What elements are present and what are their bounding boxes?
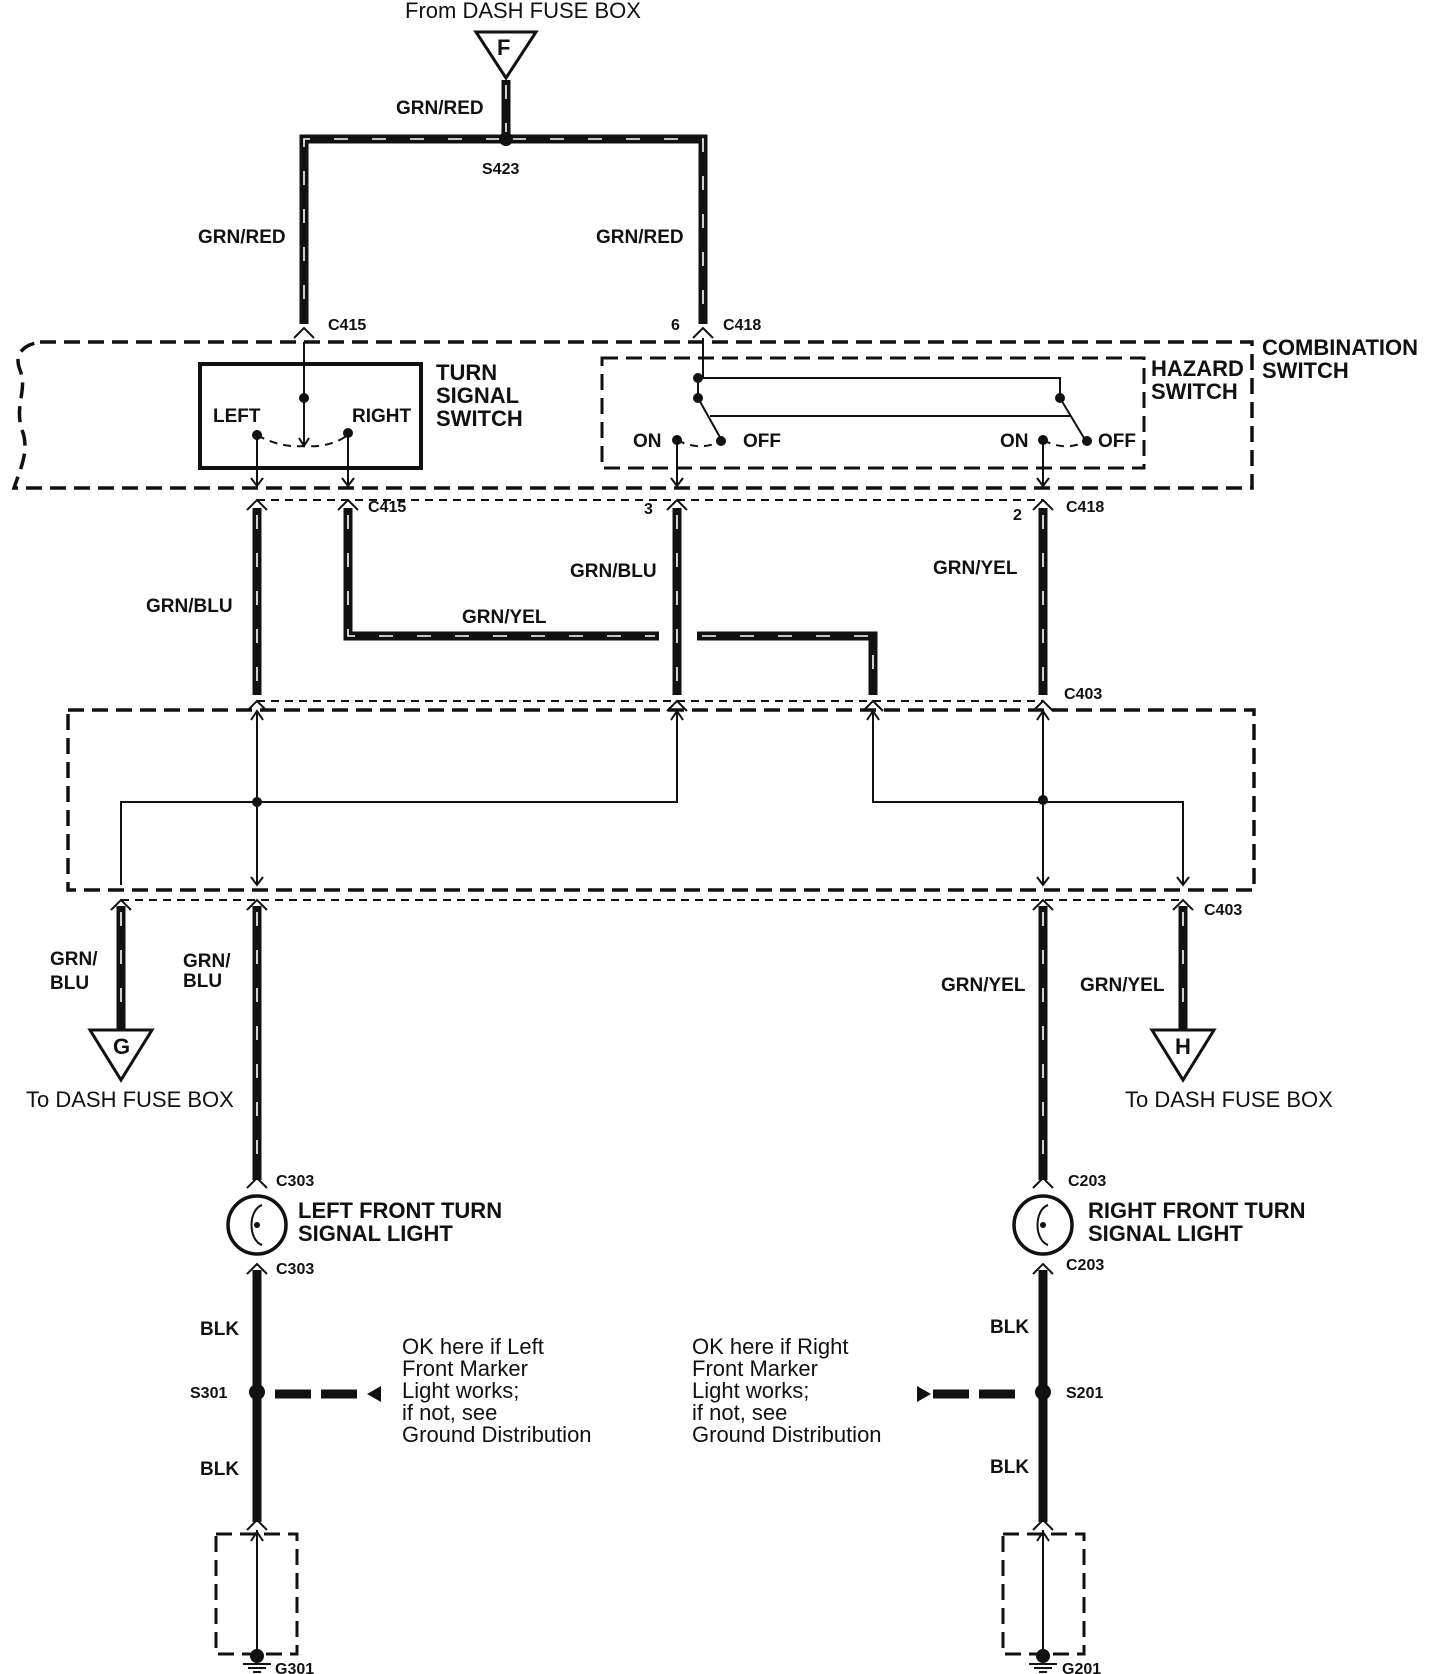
to-left-lamp-label-2: BLU [183,971,222,992]
source-connector-letter: F [497,35,510,60]
right-ground-lower-label: BLK [990,1457,1029,1478]
c203-bottom-label: C203 [1066,1257,1104,1274]
turn-signal-switch-label-3: SWITCH [436,406,523,431]
left-ground-upper-label: BLK [200,1319,239,1340]
c418-pin-3: 3 [644,501,653,518]
hazard-left-on: ON [633,431,662,452]
ground-g301-label: G301 [275,1661,314,1674]
source-connector-triangle [473,30,539,81]
to-right-lamp-label: GRN/YEL [941,975,1026,996]
hazard-switch-label-1: HAZARD [1151,356,1244,381]
feed-wire-left [299,134,506,324]
splice-s423-label: S423 [482,161,519,178]
turn-right-label: RIGHT [352,406,412,427]
g-connector-letter: G [113,1034,130,1059]
h-destination-label: To DASH FUSE BOX [1125,1087,1333,1112]
c418-top-label: C418 [723,317,761,334]
c415-bottom-label: C415 [368,499,406,516]
c418-pin-2: 2 [1013,507,1022,524]
h-connector-triangle [1149,1028,1217,1083]
hazard-right-out-label: GRN/YEL [933,558,1018,579]
c418-bottom-label: C418 [1066,499,1104,516]
turn-signal-switch-label-2: SIGNAL [436,383,519,408]
c203-top-label: C203 [1068,1173,1106,1190]
junction-box [66,708,1256,892]
to-h-label: GRN/YEL [1080,975,1165,996]
g-connector-triangle [87,1028,155,1083]
destination-g: G To DASH FUSE BOX [26,1028,234,1112]
combination-switch-label-2: SWITCH [1262,358,1349,383]
c303-bottom-label: C303 [276,1261,314,1278]
left-note-line-1: OK here if Left [402,1334,544,1359]
turn-signal-switch-label-1: TURN [436,360,497,385]
hazard-right-on: ON [1000,431,1029,452]
right-note-line-5: Ground Distribution [692,1422,882,1447]
right-note: OK here if Right Front Marker Light work… [692,1334,882,1447]
fuse-box-source: From DASH FUSE BOX F [405,0,641,81]
c418-pin-6: 6 [671,317,680,334]
right-light-label-1: RIGHT FRONT TURN [1088,1198,1306,1223]
hazard-left-out-label: GRN/BLU [570,561,657,582]
hazard-right-off: OFF [1098,431,1136,452]
turn-left-label: LEFT [213,406,261,427]
right-note-line-1: OK here if Right [692,1334,849,1359]
destination-h: H To DASH FUSE BOX [1125,1028,1333,1112]
c403-top-label: C403 [1064,686,1102,703]
feed-left-label: GRN/RED [198,227,286,248]
left-note: OK here if Left Front Marker Light works… [402,1334,592,1447]
right-ground-upper-label: BLK [990,1317,1029,1338]
left-note-line-3: Light works; [402,1378,519,1403]
g-destination-label: To DASH FUSE BOX [26,1087,234,1112]
source-label: From DASH FUSE BOX [405,0,641,23]
feed-wires: S423 GRN/RED GRN/RED GRN/RED [198,80,708,324]
h-connector-letter: H [1175,1034,1191,1059]
turn-right-out-wire-cont [697,631,878,695]
to-left-lamp-label-1: GRN/ [183,951,231,972]
right-light-label-2: SIGNAL LIGHT [1088,1221,1243,1246]
ground-g201-label: G201 [1062,1661,1101,1674]
splice-s201 [1035,1384,1051,1400]
splice-s423 [499,132,513,146]
left-note-line-2: Front Marker [402,1356,528,1381]
hazard-switch: HAZARD SWITCH ON OFF ON OFF [600,338,1244,488]
c303-top-label: C303 [276,1173,314,1190]
c403-bottom-connectors: C403 [110,898,1242,919]
c403-bottom-label: C403 [1204,902,1242,919]
turn-right-out-label: GRN/YEL [462,607,547,628]
to-g-label-2: BLU [50,973,89,994]
combination-switch: COMBINATION SWITCH TURN SIGNAL SWITCH LE… [11,335,1418,490]
left-light-label-1: LEFT FRONT TURN [298,1198,502,1223]
left-light-label-2: SIGNAL LIGHT [298,1221,453,1246]
left-note-line-4: if not, see [402,1400,497,1425]
combination-switch-outline [11,340,1254,490]
c403-top-connectors: C403 [246,686,1102,712]
splice-s201-label: S201 [1066,1385,1103,1402]
middle-wires: GRN/BLU GRN/YEL GRN/BLU GRN/YEL [146,508,1048,695]
hazard-switch-label-2: SWITCH [1151,379,1238,404]
switch-output-connectors: C415 3 2 C418 [246,498,1104,524]
junction-box-outline [66,708,1256,892]
combination-switch-label-1: COMBINATION [1262,335,1418,360]
turn-left-out-label: GRN/BLU [146,596,233,617]
left-front-turn-signal-light: C303 LEFT FRONT TURN SIGNAL LIGHT C303 S… [190,1173,502,1674]
right-front-turn-signal-light: C203 RIGHT FRONT TURN SIGNAL LIGHT C203 … [917,1173,1306,1674]
left-ground-lower-label: BLK [200,1459,239,1480]
splice-s301 [249,1384,265,1400]
turn-signal-switch: TURN SIGNAL SWITCH LEFT RIGHT [198,342,523,488]
feed-right-label: GRN/RED [596,227,684,248]
c415-top-label: C415 [328,317,366,334]
to-g-label-1: GRN/ [50,949,98,970]
hazard-left-off: OFF [743,431,781,452]
right-note-line-4: if not, see [692,1400,787,1425]
right-note-line-3: Light works; [692,1378,809,1403]
left-note-line-5: Ground Distribution [402,1422,592,1447]
turn-signal-switch-box [198,362,423,470]
feed-wire-label: GRN/RED [396,98,484,119]
splice-s301-label: S301 [190,1385,227,1402]
hazard-switch-box [600,356,1146,470]
top-connectors: C415 6 C418 [293,317,761,339]
right-note-line-2: Front Marker [692,1356,818,1381]
lower-wires: GRN/ BLU GRN/ BLU GRN/YEL GRN/YEL [50,906,1188,1180]
